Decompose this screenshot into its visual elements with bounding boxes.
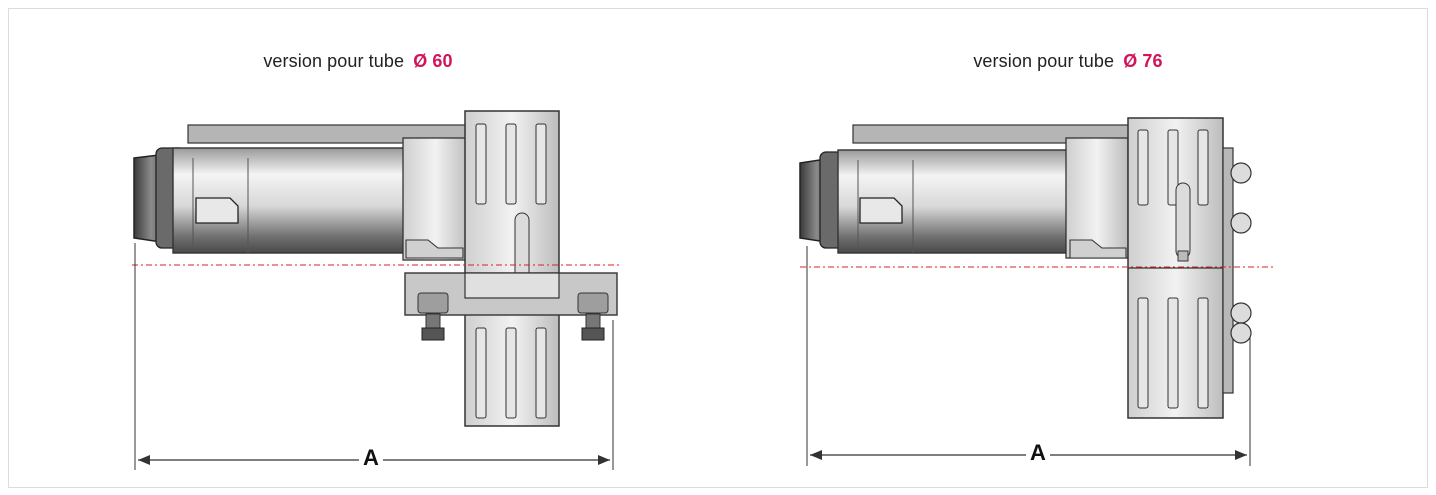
side-plate (1222, 147, 1252, 394)
dimension-label: A (1026, 440, 1050, 466)
support-plate (464, 110, 560, 427)
title-prefix: version pour tube (973, 51, 1115, 71)
title-diameter: Ø 60 (413, 51, 453, 71)
title-diameter: Ø 76 (1123, 51, 1163, 71)
motor-body (172, 137, 469, 261)
title-prefix: version pour tube (263, 51, 405, 71)
motor-body (837, 137, 1129, 259)
diagram-title: version pour tube Ø 76 (708, 51, 1428, 72)
mounting-bracket (404, 272, 618, 341)
dimension-label: A (359, 445, 383, 471)
diagram-title: version pour tube Ø 60 (8, 51, 708, 72)
support-plate (1127, 117, 1224, 419)
diagram-tube-60: version pour tube Ø 60 (8, 8, 708, 488)
motor-drawing-60 (132, 110, 620, 470)
diagram-tube-76: version pour tube Ø 76 (708, 8, 1428, 488)
motor-drawing-76 (799, 117, 1276, 466)
